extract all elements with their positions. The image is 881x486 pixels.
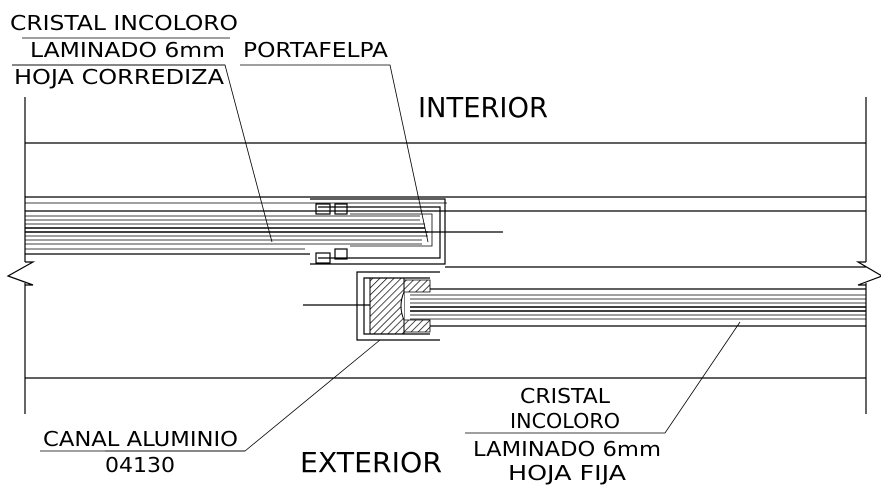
sliding-glass-layers [25, 202, 447, 255]
fixed-glass-layers [410, 288, 866, 327]
fixed-glass-label-line2: INCOLORO [510, 409, 620, 433]
sliding-glass-label-line3: HOJA CORREDIZA [14, 65, 224, 89]
canal-label-line2: 04130 [105, 453, 175, 477]
canal-label-line1: CANAL ALUMINIO [43, 427, 238, 451]
canal-aluminio-profile [303, 271, 440, 341]
right-break-symbol [855, 261, 881, 286]
fixed-glass-label-line4: HOJA FIJA [508, 461, 626, 485]
sliding-glass-label-line1: CRISTAL INCOLORO [10, 11, 238, 35]
fixed-glass-label-line1: CRISTAL [520, 384, 611, 408]
portafelpa-leader [240, 64, 429, 243]
sliding-glass-label-line2: LAMINADO 6mm [30, 38, 225, 62]
interior-label: INTERIOR [418, 91, 548, 124]
sliding-sash-profile [310, 198, 503, 265]
exterior-label: EXTERIOR [300, 446, 442, 479]
left-break-symbol [6, 261, 36, 286]
fixed-glass-label-line3: LAMINADO 6mm [473, 437, 661, 461]
sliding-glass-leader [12, 64, 273, 243]
portafelpa-label: PORTAFELPA [243, 38, 388, 62]
fixed-glass-leader [465, 321, 741, 434]
